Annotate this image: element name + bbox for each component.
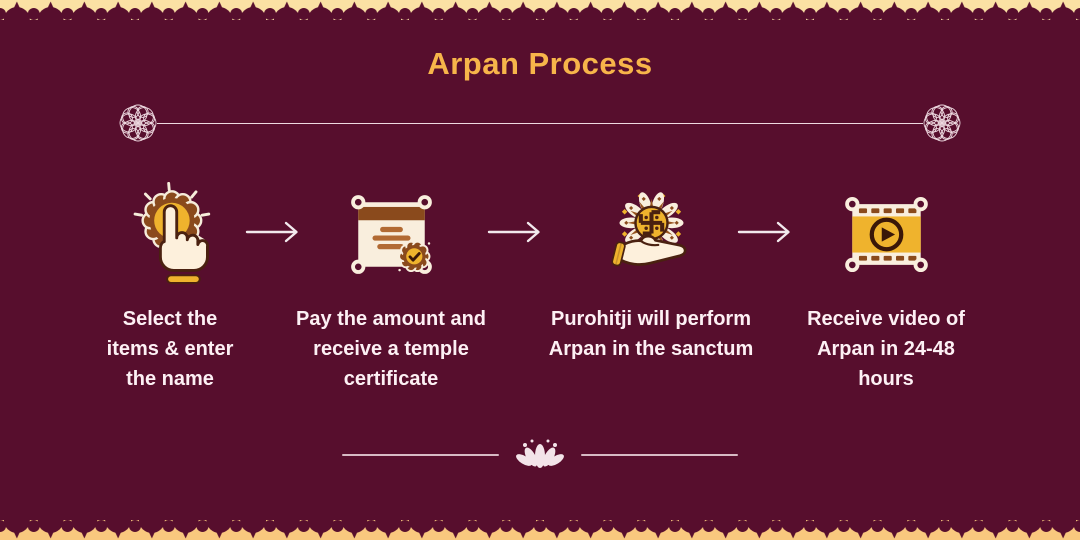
step-label: Select the items & enter the name <box>106 308 234 390</box>
arrow-right-icon <box>737 221 790 243</box>
arrow-right-icon <box>487 221 540 243</box>
lotus-divider <box>342 438 738 472</box>
mandala-rosette-icon <box>119 104 157 142</box>
step-pay-certificate: Pay the amount and receive a temple cert… <box>281 176 501 394</box>
bottom-border-ornament <box>0 514 1080 540</box>
video-film-icon <box>839 176 934 292</box>
offering-hand-icon <box>603 176 700 292</box>
mandala-divider <box>119 104 961 142</box>
footer-line-right <box>581 454 738 456</box>
step-label: Pay the amount and receive a temple cert… <box>295 308 487 390</box>
step-label: Receive video of Arpan in 24-48 hours <box>807 308 965 390</box>
page-title: Arpan Process <box>427 46 653 81</box>
step-label: Purohitji will perform Arpan in the sanc… <box>548 308 754 360</box>
step-select-items: Select the items & enter the name <box>60 176 280 394</box>
tap-select-icon <box>122 176 218 292</box>
mandala-rosette-icon <box>923 104 961 142</box>
footer-line-left <box>342 454 499 456</box>
lotus-icon <box>516 439 564 468</box>
step-purohit-arpan: Purohitji will perform Arpan in the sanc… <box>521 176 781 364</box>
certificate-icon <box>344 176 439 292</box>
arrow-right-icon <box>245 221 298 243</box>
top-border-ornament <box>0 0 1080 26</box>
step-receive-video: Receive video of Arpan in 24-48 hours <box>786 176 986 394</box>
divider-line <box>157 122 923 124</box>
